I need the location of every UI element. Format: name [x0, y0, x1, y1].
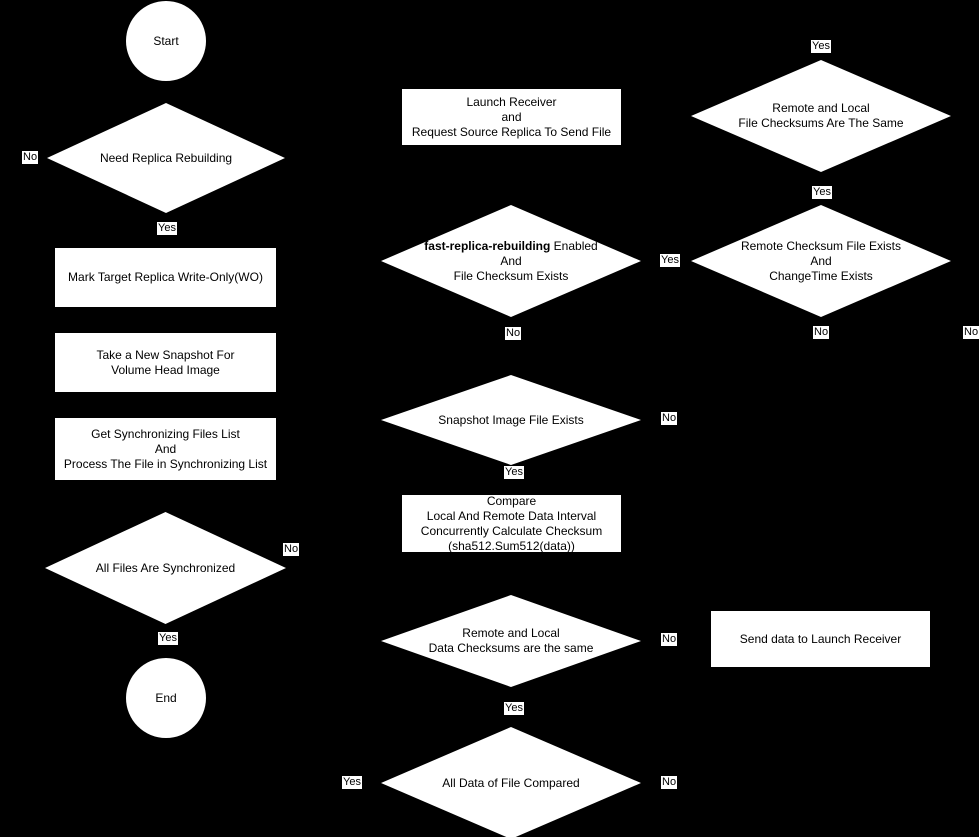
node-take-new-snapshot[interactable]: Take a New Snapshot For Volume Head Imag… [55, 333, 276, 392]
node-start[interactable]: Start [126, 1, 206, 81]
edge-label-data-checksums-yes: Yes [504, 702, 524, 715]
edge-label-file-checksums-yes-top: Yes [811, 40, 831, 53]
node-remote-local-data-checksums-same[interactable]: Remote and Local Data Checksums are the … [381, 595, 641, 687]
node-remote-local-file-checksums-same[interactable]: Remote and Local File Checksums Are The … [691, 60, 951, 172]
node-take-new-snapshot-label: Take a New Snapshot For Volume Head Imag… [96, 347, 235, 377]
node-compare-local-remote-interval[interactable]: Compare Local And Remote Data Interval C… [402, 493, 621, 553]
edge-label-all-files-synced-yes: Yes [158, 632, 178, 645]
node-get-synchronizing-files-list[interactable]: Get Synchronizing Files List And Process… [55, 418, 276, 480]
node-launch-receiver-label: Launch Receiver and Request Source Repli… [411, 94, 612, 139]
edge-label-data-checksums-no: No [661, 633, 678, 646]
node-mark-target-replica-wo-label: Mark Target Replica Write-Only(WO) [68, 270, 263, 284]
edge-label-all-data-compared-no: No [661, 776, 678, 789]
node-all-data-of-file-compared-label: All Data of File Compared [442, 775, 580, 790]
node-start-label: Start [153, 33, 179, 48]
node-all-data-of-file-compared[interactable]: All Data of File Compared [381, 727, 641, 837]
edge-label-remote-checksum-no-right: No [963, 326, 979, 339]
node-compare-local-remote-interval-label: Compare Local And Remote Data Interval C… [420, 493, 603, 553]
edge-label-file-checksums-yes-bottom: Yes [812, 186, 832, 199]
edge-label-fast-rebuild-no: No [505, 327, 522, 340]
node-fast-replica-rebuilding-enabled-label: fast-replica-rebuilding Enabled And File… [418, 239, 603, 284]
edge-label-all-files-synced-no: No [283, 543, 300, 556]
node-end[interactable]: End [126, 658, 206, 738]
node-need-replica-rebuilding-label: Need Replica Rebuilding [99, 150, 233, 165]
node-get-synchronizing-files-list-label: Get Synchronizing Files List And Process… [63, 426, 268, 471]
node-remote-local-data-checksums-same-label: Remote and Local Data Checksums are the … [428, 626, 594, 655]
edge-label-snapshot-exists-no: No [661, 412, 678, 425]
node-mark-target-replica-wo[interactable]: Mark Target Replica Write-Only(WO) [55, 248, 276, 307]
edge-label-fast-rebuild-yes: Yes [660, 254, 680, 267]
node-remote-local-file-checksums-same-label: Remote and Local File Checksums Are The … [738, 101, 904, 130]
edge-label-all-data-compared-yes: Yes [342, 776, 362, 789]
node-fast-replica-rebuilding-rest: Enabled And File Checksum Exists [453, 238, 598, 283]
edge-label-need-rebuild-no: No [22, 151, 39, 164]
edge-label-remote-checksum-no: No [813, 326, 830, 339]
node-snapshot-image-file-exists[interactable]: Snapshot Image File Exists [381, 375, 641, 465]
node-end-label: End [155, 690, 177, 705]
node-launch-receiver[interactable]: Launch Receiver and Request Source Repli… [402, 89, 621, 145]
node-need-replica-rebuilding[interactable]: Need Replica Rebuilding [47, 103, 285, 213]
node-send-data-to-launch-receiver[interactable]: Send data to Launch Receiver [711, 611, 930, 667]
node-send-data-to-launch-receiver-label: Send data to Launch Receiver [739, 631, 902, 646]
node-fast-replica-rebuilding-enabled[interactable]: fast-replica-rebuilding Enabled And File… [381, 205, 641, 317]
edge-label-need-rebuild-yes: Yes [157, 222, 177, 235]
node-all-files-are-synchronized-label: All Files Are Synchronized [95, 560, 236, 575]
node-snapshot-image-file-exists-label: Snapshot Image File Exists [438, 412, 584, 427]
node-fast-replica-rebuilding-bold-token: fast-replica-rebuilding [424, 238, 551, 253]
edge-label-snapshot-exists-yes: Yes [504, 466, 524, 479]
node-remote-checksum-file-exists[interactable]: Remote Checksum File Exists And ChangeTi… [691, 205, 951, 317]
node-remote-checksum-file-exists-label: Remote Checksum File Exists And ChangeTi… [740, 238, 902, 283]
node-all-files-are-synchronized[interactable]: All Files Are Synchronized [45, 512, 286, 624]
